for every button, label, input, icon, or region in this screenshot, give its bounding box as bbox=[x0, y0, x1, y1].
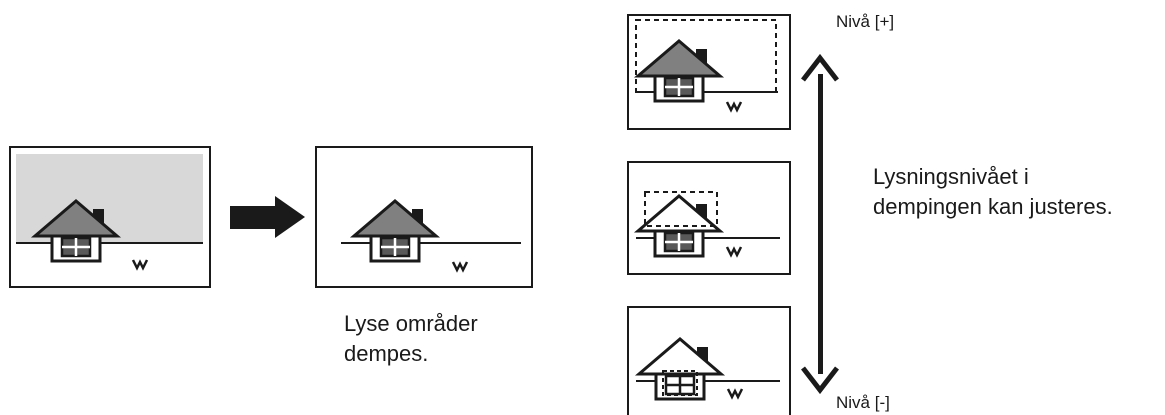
adjustment-caption: Lysningsnivået i dempingen kan justeres. bbox=[873, 162, 1113, 222]
level-minus-label: Nivå [-] bbox=[836, 393, 890, 413]
level-plus-label: Nivå [+] bbox=[836, 12, 894, 32]
level-plus-panel bbox=[628, 15, 790, 129]
dampened-caption-line2: dempes. bbox=[344, 339, 478, 369]
dampened-caption: Lyse områder dempes. bbox=[344, 309, 478, 369]
adjustment-caption-line2: dempingen kan justeres. bbox=[873, 192, 1113, 222]
dampened-scene-panel bbox=[316, 147, 532, 287]
level-minus-panel bbox=[628, 307, 790, 415]
level-range-double-arrow-icon bbox=[803, 58, 837, 390]
adjustment-caption-line1: Lysningsnivået i bbox=[873, 162, 1113, 192]
original-scene-panel bbox=[10, 147, 210, 287]
right-arrow-icon bbox=[230, 196, 305, 238]
level-mid-panel bbox=[628, 162, 790, 274]
dampened-caption-line1: Lyse områder bbox=[344, 309, 478, 339]
